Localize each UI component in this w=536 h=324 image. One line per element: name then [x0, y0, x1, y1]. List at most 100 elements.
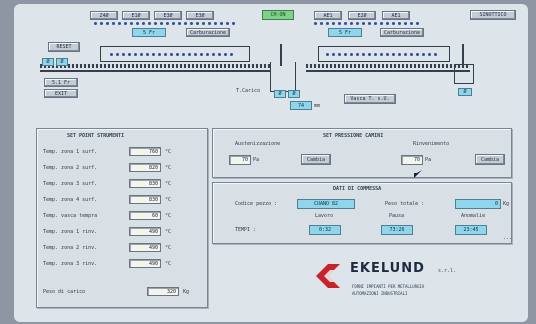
setpoint-input-7[interactable]: 490	[129, 243, 161, 252]
quench-tank	[270, 62, 296, 92]
zone-indicator-dots	[94, 22, 235, 25]
setpoint-input-1[interactable]: 760	[129, 147, 161, 156]
rinv-label: Rinvenimento	[413, 141, 450, 147]
austen-pressure-unit: Pa	[253, 157, 260, 163]
small-indicator-3: Ø	[274, 90, 286, 98]
total-weight-unit: Kg	[503, 201, 510, 207]
setpoint-unit-3: °C	[165, 181, 172, 187]
conveyor-belt-left	[40, 64, 270, 68]
conveyor-belt-right	[306, 64, 470, 68]
status-indicator: CH-ON	[262, 10, 294, 20]
austen-change-button[interactable]: Cambia	[301, 154, 331, 165]
setpoint-unit-6: °C	[165, 229, 172, 235]
setpoint-title: SET POINT STRUMENTI	[67, 133, 125, 139]
exit-tank	[454, 64, 474, 84]
exit-post	[462, 44, 464, 66]
small-indicator-4: Ø	[288, 90, 300, 98]
anomaly-time-value: 23:45	[455, 225, 487, 235]
rinv-pressure-input[interactable]: 70	[401, 155, 423, 165]
load-weight-input[interactable]: 320	[147, 287, 179, 296]
reset-button[interactable]: RESET	[48, 42, 80, 52]
zone-button-5[interactable]: AE1	[314, 11, 342, 20]
austen-pressure-input[interactable]: 70	[229, 155, 251, 165]
company-tagline-2: AUTOMAZIONI INDUSTRIALI	[352, 291, 408, 296]
conveyor-rail-left	[40, 70, 270, 72]
small-indicator-2: Ø	[56, 58, 68, 66]
setpoint-label-8: Temp. zona 3 rinv.	[43, 261, 98, 267]
work-time-value: 0:32	[309, 225, 341, 235]
tank-button[interactable]: Vasca T. s.U.	[344, 94, 396, 104]
zone-button-4[interactable]: E3Ø	[186, 11, 214, 20]
chamber-dots-right	[326, 53, 437, 56]
setpoint-unit-8: °C	[165, 261, 172, 267]
company-suffix: s.r.l.	[438, 268, 457, 274]
setpoint-input-8[interactable]: 490	[129, 259, 161, 268]
small-indicator-5: Ø	[458, 88, 472, 96]
entry-readout-1[interactable]: 5.1 Fr	[44, 78, 78, 87]
setpoint-input-6[interactable]: 490	[129, 227, 161, 236]
setpoint-label-3: Temp. zona 3 surf.	[43, 181, 98, 187]
zone-button-6[interactable]: E2Ø	[348, 11, 376, 20]
rinv-carb-button[interactable]: Carburazione	[380, 28, 424, 37]
setpoint-unit-5: °C	[165, 213, 172, 219]
more-indicator: ...	[503, 235, 513, 241]
speed-value: 74	[290, 101, 312, 110]
order-title: DATI DI COMMESSA	[333, 186, 382, 192]
sinottico-button[interactable]: SINOTTICO	[470, 10, 516, 20]
setpoint-panel: SET POINT STRUMENTI Temp. zona 1 surf. 7…	[36, 128, 208, 308]
setpoint-label-2: Temp. zona 2 surf.	[43, 165, 98, 171]
austen-carb-value: 5 Fr	[132, 28, 166, 37]
pressure-title: SET PRESSIONE CAMINI	[323, 133, 384, 139]
small-indicator-1: Ø	[42, 58, 54, 66]
order-panel: DATI DI COMMESSA Codice pezzo : CUANO 82…	[212, 182, 512, 244]
load-weight-label: Peso di carico	[43, 289, 86, 295]
zone-button-2[interactable]: E1Ø	[122, 11, 150, 20]
setpoint-unit-2: °C	[165, 165, 172, 171]
conveyor-rail-right	[306, 70, 470, 72]
pause-time-value: 73:26	[381, 225, 413, 235]
rinv-carb-value: 5 Fr	[328, 28, 362, 37]
rinv-pressure-unit: Pa	[425, 157, 432, 163]
setpoint-input-5[interactable]: 60	[129, 211, 161, 220]
setpoint-unit-7: °C	[165, 245, 172, 251]
total-weight-label: Peso totale :	[385, 201, 425, 207]
company-tagline-1: FORNI IMPIANTI PER METALLURGIA	[352, 284, 425, 289]
times-label: TEMPI :	[235, 227, 257, 233]
austen-carb-button[interactable]: Carburazione	[186, 28, 230, 37]
austen-label: Austenizzazione	[235, 141, 281, 147]
chamber-dots-left	[110, 53, 233, 56]
part-code-value: CUANO 82	[297, 199, 355, 209]
rinv-change-button[interactable]: Cambia	[475, 154, 505, 165]
setpoint-label-5: Temp. vasca tempra	[43, 213, 98, 219]
elevator-post	[280, 44, 282, 66]
mouse-pointer-icon	[414, 170, 422, 178]
tempering-chamber	[318, 46, 450, 62]
entry-readout-2[interactable]: EXIT	[44, 89, 78, 98]
pressure-panel: SET PRESSIONE CAMINI Austenizzazione Rin…	[212, 128, 512, 178]
setpoint-label-6: Temp. zona 1 rinv.	[43, 229, 98, 235]
setpoint-label-4: Temp. zona 4 surf.	[43, 197, 98, 203]
load-weight-unit: Kg	[183, 289, 190, 295]
company-name: EKELUND	[350, 261, 425, 276]
setpoint-unit-4: °C	[165, 197, 172, 203]
zone-indicator-dots-right	[314, 22, 419, 25]
setpoint-label-7: Temp. zona 2 rinv.	[43, 245, 98, 251]
setpoint-input-4[interactable]: 830	[129, 195, 161, 204]
speed-unit: mm	[314, 103, 321, 109]
pause-col-label: Pausa	[389, 213, 405, 219]
total-weight-value: 0	[455, 199, 501, 209]
speed-label: T.Carico	[236, 88, 261, 94]
work-col-label: Lavoro	[315, 213, 334, 219]
setpoint-unit-1: °C	[165, 149, 172, 155]
anomaly-col-label: Anomalie	[461, 213, 486, 219]
austenitizing-chamber	[100, 46, 250, 62]
part-code-label: Codice pezzo :	[235, 201, 278, 207]
setpoint-input-2[interactable]: 820	[129, 163, 161, 172]
setpoint-input-3[interactable]: 830	[129, 179, 161, 188]
zone-button-1[interactable]: Z4Ø	[90, 11, 118, 20]
hmi-screen: Z4Ø E1Ø E3Ø E3Ø CH-ON AE1 E2Ø AE1 SINOTT…	[14, 4, 528, 322]
zone-button-7[interactable]: AE1	[382, 11, 410, 20]
setpoint-label-1: Temp. zona 1 surf.	[43, 149, 98, 155]
zone-button-3[interactable]: E3Ø	[154, 11, 182, 20]
ekelund-logo-icon	[316, 264, 340, 288]
